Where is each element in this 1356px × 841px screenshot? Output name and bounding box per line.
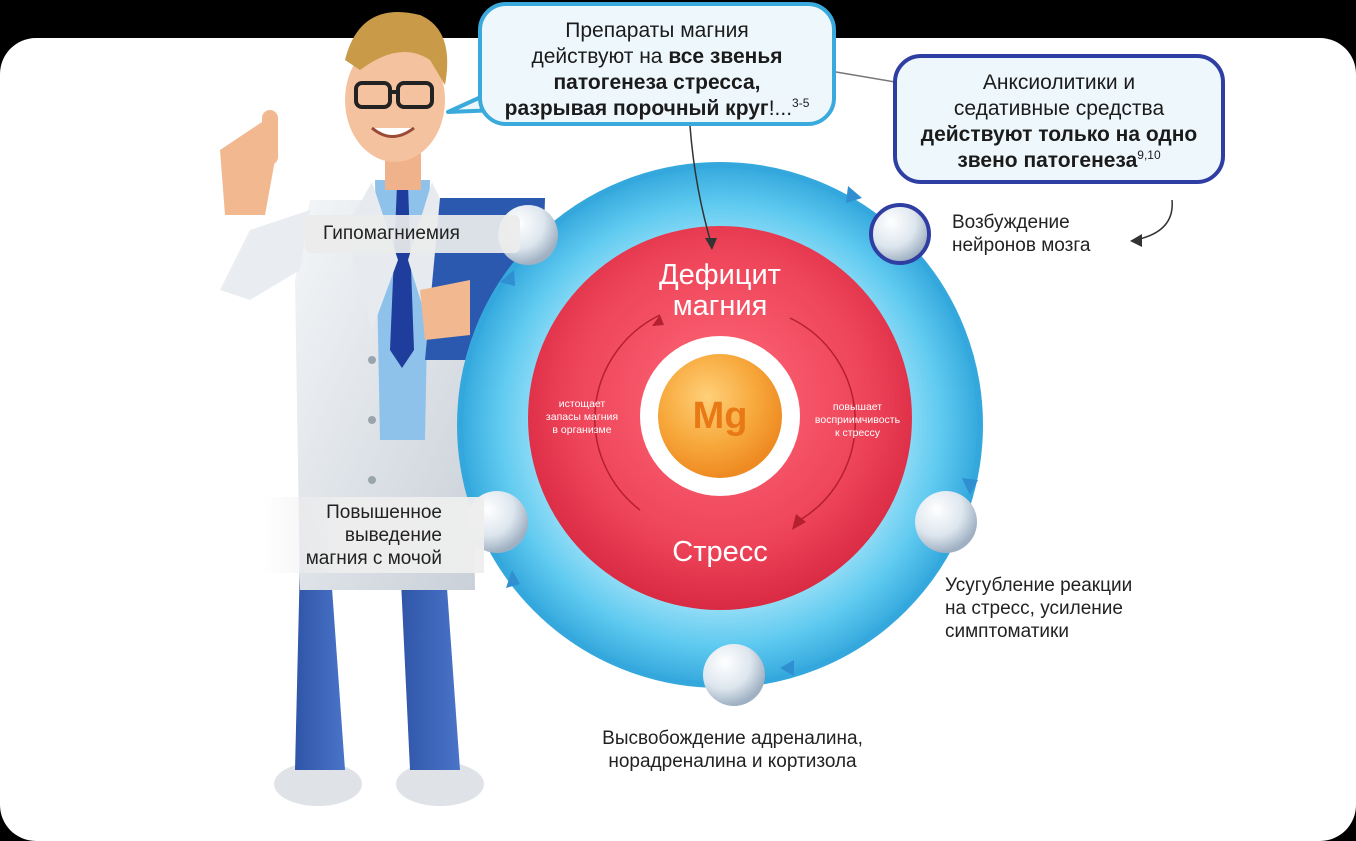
ring-arrowhead-leftbottom-icon <box>506 570 520 588</box>
susceptibility-line2: восприимчивость <box>814 414 901 426</box>
deficit-line1: Дефицит <box>659 259 781 291</box>
excitation-label: Возбуждение нейронов мозга <box>952 211 1152 257</box>
excitation-line1: Возбуждение <box>952 212 1070 233</box>
symptoms-line2: на стресс, усиление <box>945 598 1123 619</box>
magnesium-deficit-title: Дефицит магния <box>600 260 840 322</box>
node-symptoms <box>915 491 977 553</box>
susceptibility-line1: повышает <box>832 401 883 413</box>
anxiolytics-bubble: Анксиолитики и седативные средства дейст… <box>893 54 1225 184</box>
adrenaline-line1: Высвобождение адреналина, <box>602 728 863 749</box>
bubble-left-line1: Препараты магния <box>565 19 749 42</box>
depletes-line2: запасы магния <box>545 411 619 423</box>
magnesium-preparations-bubble: Препараты магния действуют на все звенья… <box>478 2 836 126</box>
bubble-left-line2-bold: все звенья <box>668 45 783 68</box>
bubble-left-line4: разрывая порочный круг <box>504 97 769 120</box>
bubble-left-line3: патогенеза стресса, <box>553 71 761 94</box>
hypomagnesemia-label: Гипомагниемия <box>305 215 520 253</box>
ring-arrowhead-top-icon <box>846 186 862 203</box>
node-excitation <box>869 203 931 265</box>
connector-bubbles <box>835 71 896 83</box>
bubble-right-line3: действуют только на одно <box>920 123 1198 146</box>
connector-arrowhead-icon <box>705 238 717 250</box>
stress-title: Стресс <box>672 536 768 568</box>
bubble-left-tail-text: !... <box>768 97 793 120</box>
bubble-right-line4: звено патогенеза <box>957 149 1138 172</box>
connector-bubble-left <box>689 125 713 247</box>
connector-arrowhead-right-icon <box>1130 234 1142 247</box>
bubble-right-reference: 9,10 <box>1137 148 1161 162</box>
ring-arrowhead-bottom-icon <box>780 660 794 676</box>
inner-arrow-left <box>594 314 661 511</box>
depletes-line1: истощает <box>558 398 606 410</box>
depletes-note: истощает запасы магния в организме <box>527 398 637 437</box>
inner-arrowhead-left-icon <box>652 315 664 326</box>
excretion-line2: выведение <box>344 525 442 546</box>
inner-arrow-right <box>789 317 857 521</box>
node-adrenaline <box>703 644 765 706</box>
excitation-line2: нейронов мозга <box>952 235 1091 256</box>
susceptibility-line3: к стрессу <box>835 427 880 439</box>
adrenaline-line2: норадреналина и кортизола <box>608 751 857 772</box>
excretion-line3: магния с мочой <box>305 548 442 569</box>
symptoms-label: Усугубление реакции на стресс, усиление … <box>945 574 1205 643</box>
mg-symbol: Mg <box>692 395 748 437</box>
bubble-left-line2-plain: действуют на <box>531 45 669 68</box>
mg-core <box>658 354 782 478</box>
excretion-line1: Повышенное <box>326 502 442 523</box>
inner-arrowhead-right-icon <box>792 514 806 530</box>
deficit-line2: магния <box>672 290 768 322</box>
bubble-left-reference: 3-5 <box>792 96 810 110</box>
ring-arrowhead-right-icon <box>962 478 978 495</box>
ring-arrowhead-lefttop-icon <box>500 270 515 286</box>
bubble-right-line2: седативные средства <box>953 97 1165 120</box>
symptoms-line3: симптоматики <box>945 621 1069 642</box>
bubble-right-line1: Анксиолитики и <box>982 71 1136 94</box>
excretion-label: Повышенное выведение магния с мочой <box>262 497 484 573</box>
depletes-line3: в организме <box>552 424 612 436</box>
susceptibility-note: повышает восприимчивость к стрессу <box>800 401 915 440</box>
symptoms-line1: Усугубление реакции <box>945 575 1133 596</box>
adrenaline-label: Высвобождение адреналина, норадреналина … <box>560 727 905 773</box>
